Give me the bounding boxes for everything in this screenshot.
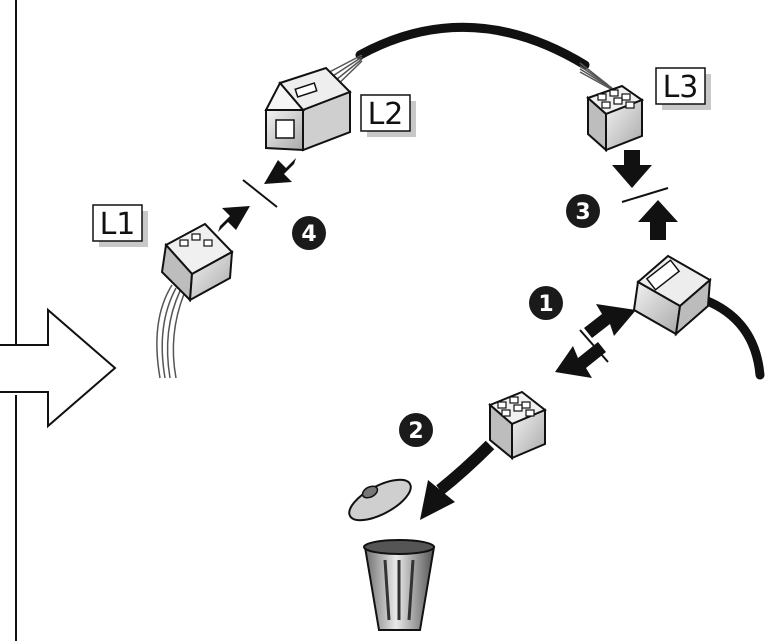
step-3-text: 3 [575, 200, 590, 225]
step-2-text: 2 [408, 419, 423, 444]
connector-l2-icon [264, 66, 352, 152]
connector-old-icon [488, 390, 547, 461]
arrow-step1-icon [555, 304, 636, 378]
step-badge-3: 3 [566, 194, 600, 228]
connector-l1-icon [160, 222, 234, 303]
label-l3: L3 [655, 67, 711, 110]
trash-can-icon [348, 478, 436, 631]
discard-arrow-icon [436, 440, 495, 495]
arrow-step4-icon [218, 158, 296, 232]
label-l2: L2 [360, 94, 416, 137]
step-badge-2: 2 [399, 413, 433, 447]
connector-l3-icon [586, 84, 645, 153]
harness-cable [355, 22, 590, 70]
wires-l1 [156, 284, 185, 379]
cable-right [700, 295, 765, 380]
label-l1-text: L1 [100, 207, 136, 242]
step-4-text: 4 [301, 222, 316, 247]
label-l3-text: L3 [663, 70, 699, 105]
step-badge-4: 4 [292, 216, 326, 250]
arrow-step3-icon [612, 150, 678, 240]
connector-right-icon [632, 254, 712, 337]
step-badge-1: 1 [529, 286, 563, 320]
label-l1: L1 [92, 204, 148, 247]
discard-arrow-head [420, 480, 455, 520]
pointer-arrow-icon [0, 307, 117, 429]
step-1-text: 1 [538, 292, 553, 317]
label-l2-text: L2 [368, 97, 404, 132]
